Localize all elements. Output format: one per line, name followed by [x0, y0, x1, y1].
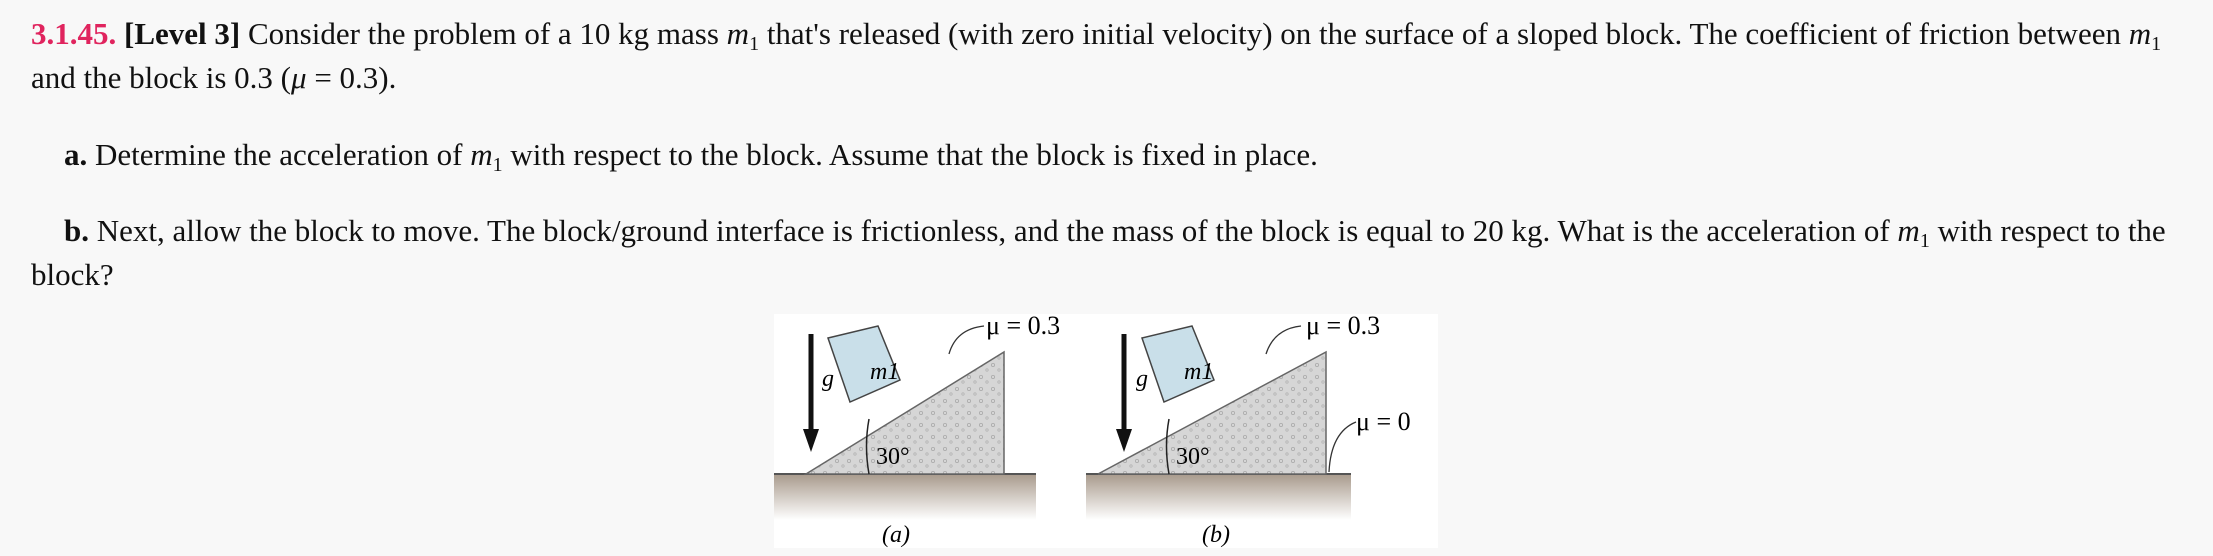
problem-statement: 3.1.45. [Level 3] Consider the problem o…	[31, 12, 2183, 100]
mass-label: m1	[870, 359, 899, 385]
part-a-label: a.	[64, 137, 88, 172]
svg-text:m1: m1	[1184, 359, 1213, 385]
problem-text: that's released (with zero initial veloc…	[759, 16, 2129, 51]
mu-symbol: μ	[291, 60, 307, 95]
svg-text:(b): (b)	[1202, 522, 1230, 548]
svg-text:30°: 30°	[876, 444, 910, 470]
problem-level: [Level 3]	[124, 16, 241, 51]
svg-text:g: g	[1136, 366, 1148, 392]
mass-symbol: m1	[726, 16, 760, 55]
problem-text: Consider the problem of a 10 kg mass	[240, 16, 727, 51]
part-a-text: with respect to the block. Assume that t…	[502, 137, 1318, 172]
panel-a: m1 g 30° μ = 0.3 (a)	[774, 314, 1060, 548]
svg-text:30°: 30°	[1176, 444, 1210, 470]
panel-b: m1 g 30° μ = 0.3 μ = 0 (b)	[1086, 314, 1411, 548]
part-a: a. Determine the acceleration of m1 with…	[64, 133, 2183, 177]
mass-symbol: m1	[1897, 213, 1930, 252]
svg-text:μ = 0: μ = 0	[1356, 407, 1411, 436]
part-b-label: b.	[64, 213, 89, 248]
svg-text:μ = 0.3: μ = 0.3	[1306, 314, 1380, 340]
part-b-text: Next, allow the block to move. The block…	[89, 213, 1898, 248]
problem-text: = 0.3).	[306, 60, 397, 95]
part-b: b. Next, allow the block to move. The bl…	[31, 209, 2183, 297]
part-a-text: Determine the acceleration of	[87, 137, 471, 172]
problem-number: 3.1.45.	[31, 16, 117, 51]
svg-text:(a): (a)	[882, 522, 910, 548]
part-b-text: with respect to the block?	[31, 213, 2166, 292]
svg-text:μ = 0.3: μ = 0.3	[986, 314, 1060, 340]
problem-text: and the block is 0.3 (	[31, 60, 292, 95]
mass-symbol: m1	[2128, 16, 2162, 55]
svg-text:g: g	[822, 366, 834, 392]
incline-figure: m1 g 30° μ = 0.3 (a) m1 g 30° μ = 0.3 μ	[774, 314, 1438, 548]
mass-symbol: m1	[470, 137, 503, 176]
